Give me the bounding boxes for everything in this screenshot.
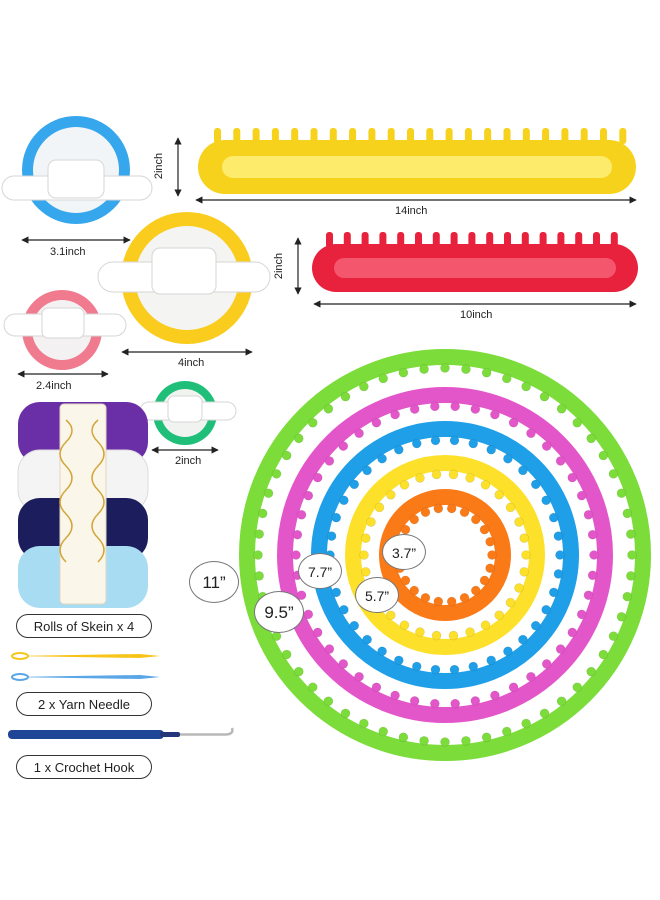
yarn-skeins <box>17 402 149 608</box>
crochet-hook <box>8 727 234 739</box>
short-loom-height-label: 2inch <box>273 252 286 280</box>
round-loom-blue-size: 7.7” <box>298 553 342 589</box>
round-loom-yellow-size: 5.7” <box>355 577 399 613</box>
pompom-green-label: 2inch <box>175 455 202 467</box>
short-rectangle-loom <box>312 232 638 292</box>
yarn-needles <box>10 652 160 681</box>
round-looms <box>239 349 651 761</box>
hook-label: 1 x Crochet Hook <box>16 755 152 779</box>
pompom-maker-green <box>139 381 237 445</box>
round-loom-orange-size: 3.7” <box>382 534 426 570</box>
short-loom-length-label: 10inch <box>460 309 493 321</box>
round-loom-green-size: 11” <box>189 561 239 603</box>
long-loom-length-label: 14inch <box>395 205 428 217</box>
pompom-maker-yellow <box>97 212 271 344</box>
pompom-maker-blue <box>1 116 153 224</box>
round-loom-pink-size: 9.5” <box>254 591 304 633</box>
pompom-blue-label: 3.1inch <box>50 246 86 258</box>
pompom-pink-label: 2.4inch <box>36 380 72 392</box>
pompom-maker-pink <box>3 290 127 370</box>
long-loom-height-label: 2inch <box>153 152 166 180</box>
pompom-yellow-label: 4inch <box>178 357 205 369</box>
needle-label: 2 x Yarn Needle <box>16 692 152 716</box>
dimension-arrows <box>17 137 637 454</box>
long-rectangle-loom <box>198 128 636 194</box>
skein-label: Rolls of Skein x 4 <box>16 614 152 638</box>
